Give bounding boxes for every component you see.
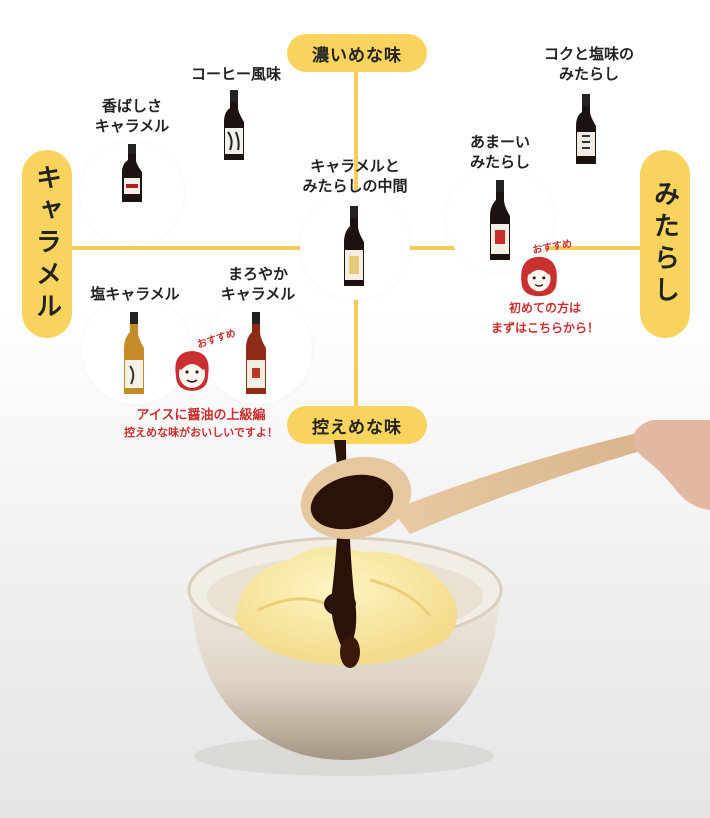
bottle-amai <box>490 180 510 260</box>
bottle-middle <box>344 206 364 286</box>
product-label-maroyaka: まろやか キャラメル <box>220 265 296 303</box>
note-left-line2: 控えめな味がおいしいですよ！ <box>124 426 278 439</box>
bottle-coffee <box>224 90 244 160</box>
bottle-koku <box>576 94 596 164</box>
axis-left-label: キャラメル <box>22 150 72 338</box>
product-label-amai: あまーい みたらし <box>469 133 530 171</box>
axis-bottom-label: 控えめな味 <box>287 406 427 444</box>
product-label-koku: コクと塩味の みたらし <box>543 45 634 83</box>
bottle-shio <box>124 312 144 394</box>
face-icon-left <box>175 351 209 391</box>
axis-top-label: 濃いめな味 <box>287 34 427 72</box>
axis-right-label: みたらし <box>640 150 690 338</box>
product-label-middle: キャラメルと みたらしの中間 <box>302 157 408 195</box>
product-label-shio: 塩キャラメル <box>90 285 180 303</box>
note-left-line1: アイスに醤油の上級編 <box>136 408 266 423</box>
bottle-maroyaka <box>246 312 266 394</box>
face-icon-right <box>521 256 557 297</box>
product-label-kobashi: 香ばしさ キャラメル <box>94 97 170 135</box>
note-right: 初めての方は まずはこちらから！ <box>490 301 599 335</box>
ice-cream-photo <box>187 420 710 776</box>
product-label-coffee: コーヒー風味 <box>190 65 281 83</box>
bottle-kobashi <box>122 144 142 202</box>
